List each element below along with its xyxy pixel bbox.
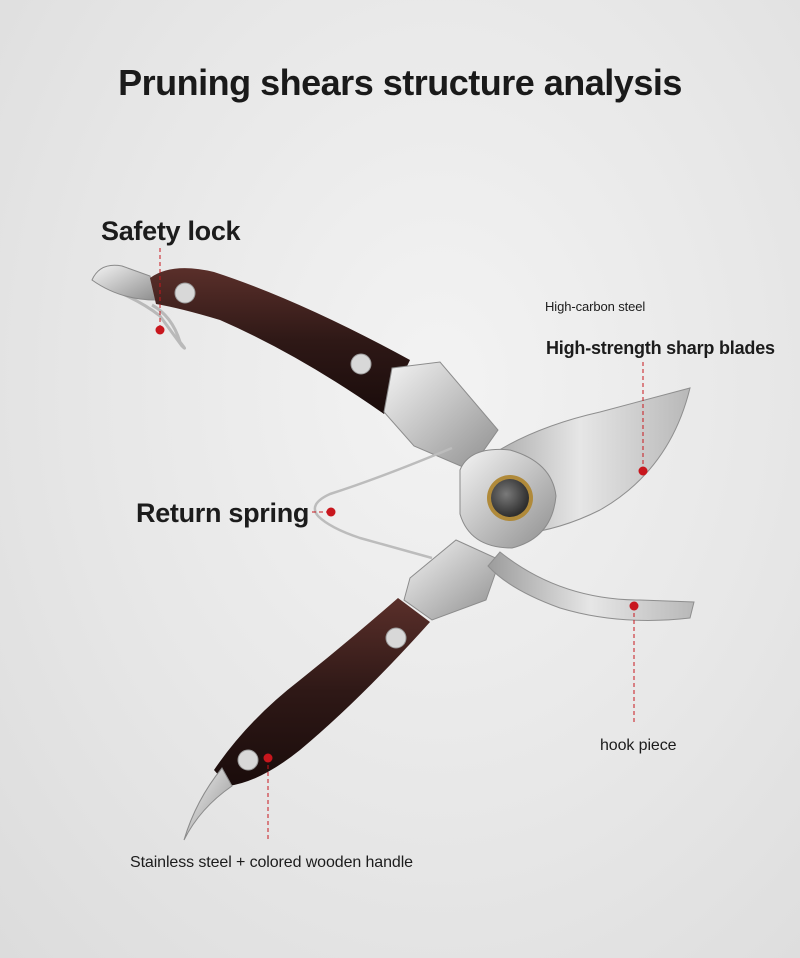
pivot-bolt (491, 479, 529, 517)
label-blades: High-strength sharp blades (546, 338, 775, 358)
handle-hook-tip (183, 767, 233, 841)
lower-handle-wood (214, 598, 430, 786)
callout-dot-safety-lock (155, 325, 165, 335)
label-handle: Stainless steel + colored wooden handle (130, 854, 413, 871)
callout-dot-hook-piece (629, 601, 639, 611)
label-high-carbon-steel: High-carbon steel (545, 299, 646, 314)
return-spring (313, 446, 453, 560)
label-hook-piece: hook piece (600, 737, 677, 754)
hook-piece (487, 551, 695, 621)
rivet (385, 627, 407, 649)
label-return-spring: Return spring (136, 498, 310, 528)
callout-dot-handle (263, 753, 273, 763)
label-safety-lock: Safety lock (101, 216, 241, 246)
rivet (237, 749, 259, 771)
safety-lock-loop (103, 284, 187, 350)
rivet (350, 353, 372, 375)
lower-steel-body (403, 539, 501, 621)
page-title: Pruning shears structure analysis (118, 62, 682, 103)
upper-handle-wood (150, 268, 410, 414)
callout-dot-blades (638, 466, 648, 476)
rivet (174, 282, 196, 304)
callout-dot-return-spring (326, 507, 336, 517)
safety-lock-cap (91, 264, 157, 301)
